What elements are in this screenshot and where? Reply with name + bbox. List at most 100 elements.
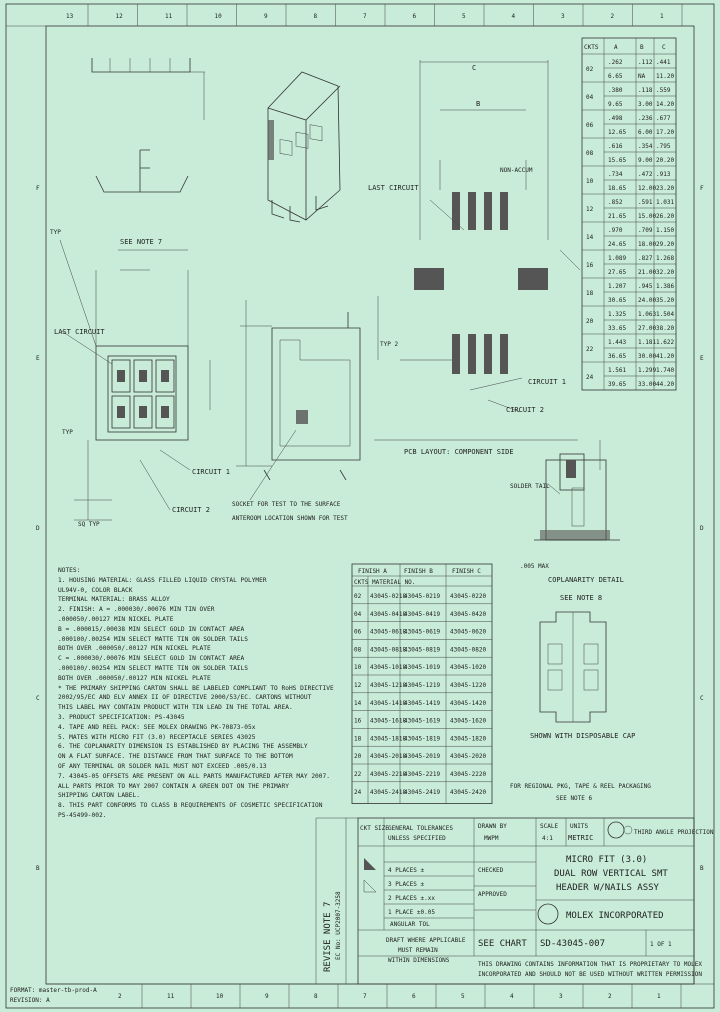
dim-a-mm: 36.65 — [608, 353, 626, 360]
finish-c-part: 43045-1820 — [450, 735, 487, 742]
circuit-2-label-pcb: CIRCUIT 2 — [506, 406, 544, 414]
cavity — [155, 395, 175, 429]
dim-c-inch: 1.031 — [656, 199, 674, 206]
dim-b-inch: .236 — [638, 115, 653, 122]
dim-c-label: C — [472, 64, 476, 72]
revise-note: REVISE NOTE 7 — [323, 902, 333, 972]
cavity — [155, 359, 175, 393]
note-line: TERMINAL MATERIAL: BRASS ALLOY — [58, 596, 170, 604]
finish-ckts: 08 — [354, 646, 362, 653]
pcb-layout — [374, 60, 581, 441]
dim-b-inch: .827 — [638, 255, 653, 262]
pin — [161, 406, 169, 418]
pcb-pad-row2 — [500, 334, 508, 374]
note-line: 1. HOUSING MATERIAL: GLASS FILLED LIQUID… — [58, 576, 267, 584]
note-line: PS-45499-002. — [58, 811, 107, 819]
dim-a-inch: .616 — [608, 143, 623, 150]
proprietary-line-2: INCORPORATED AND SHOULD NOT BE USED WITH… — [478, 971, 702, 978]
company-name: MOLEX INCORPORATED — [566, 911, 664, 921]
finish-a-part: 43045-0818 — [370, 646, 407, 653]
dim-c-inch: .559 — [656, 87, 671, 94]
dim-a-mm: 9.65 — [608, 101, 623, 108]
dim-b-inch: .472 — [638, 171, 653, 178]
finish-c-part: 43045-0420 — [450, 611, 487, 618]
tol-row-4: 1 PLACE ±0.05 — [388, 909, 435, 916]
note-line: OF ANY TERMINAL OR SOLDER NAIL MUST NOT … — [58, 762, 267, 770]
must-remain-label: MUST REMAIN — [398, 947, 438, 954]
finish-ckts: 02 — [354, 593, 362, 600]
finish-b-part: 43045-0619 — [404, 629, 441, 636]
sq-typ-label: SQ TYP — [78, 521, 100, 528]
side-zone-left-B: B — [36, 865, 40, 872]
finish-c-part: 43045-2020 — [450, 753, 487, 760]
note-line: NOTES: — [58, 567, 81, 574]
dim-b-inch: .112 — [638, 59, 653, 66]
top-zone-7: 7 — [363, 13, 367, 20]
bottom-zone-10: 10 — [216, 993, 224, 1000]
ckt-header-c: C — [662, 44, 666, 51]
pcb-pad-row2 — [484, 334, 492, 374]
dim-b-inch: .591 — [638, 199, 653, 206]
bottom-zone-1: 1 — [657, 993, 661, 1000]
note-line: B = .000015/.00038 MIN SELECT GOLD IN CO… — [58, 625, 245, 633]
dim-c-inch: .795 — [656, 143, 671, 150]
note-line: BOTH OVER .000050/.00127 MIN NICKEL PLAT… — [58, 674, 211, 682]
pin — [117, 406, 125, 418]
pcb-pad-row1 — [500, 192, 508, 230]
finish-header: FINISH B — [404, 568, 433, 575]
dim-a-mm: 21.65 — [608, 213, 626, 220]
projection-label: THIRD ANGLE PROJECTION — [634, 829, 714, 836]
pin — [139, 370, 147, 382]
within-label: WITHIN DIMENSIONS — [388, 957, 450, 964]
scale-label: SCALE — [540, 823, 558, 830]
note-line: * THE PRIMARY SHIPPING CARTON SHALL BE L… — [58, 684, 334, 692]
finish-a-part: 43045-1818 — [370, 735, 407, 742]
top-zone-2: 2 — [611, 13, 615, 20]
note-line: 7. 43045-05 OFFSETS ARE PRESENT ON ALL P… — [58, 772, 330, 780]
finish-c-part: 43045-2420 — [450, 789, 487, 796]
dim-b-mm: 30.00 — [638, 353, 656, 360]
approved-label: APPROVED — [478, 891, 507, 898]
bottom-zone-11: 11 — [167, 993, 175, 1000]
dim-a-mm: 33.65 — [608, 325, 626, 332]
dim-b-mm: 27.00 — [638, 325, 656, 332]
cavity — [133, 395, 153, 429]
title-line-3: HEADER W/NAILS ASSY — [556, 883, 660, 893]
note-line: 8. THIS PART CONFORMS TO CLASS B REQUIRE… — [58, 802, 323, 810]
proprietary-line-1: THIS DRAWING CONTAINS INFORMATION THAT I… — [478, 961, 702, 968]
dim-c-mm: 41.20 — [656, 353, 674, 360]
bottom-zone-2: 2 — [118, 993, 122, 1000]
see-chart-label: SEE CHART — [478, 939, 527, 949]
bottom-zone-9: 9 — [265, 993, 269, 1000]
dim-b-label: B — [476, 100, 480, 108]
typ-label: TYP — [50, 229, 61, 236]
dim-c-inch: .913 — [656, 171, 671, 178]
ckt-count: 16 — [586, 262, 594, 269]
front-view — [59, 239, 211, 521]
side-zone-right-B: B — [700, 865, 704, 872]
finish-ckts: 16 — [354, 718, 362, 725]
side-zone-right-C: C — [700, 695, 704, 702]
dim-b-inch: 1.063 — [638, 311, 656, 318]
see-note-7-label: SEE NOTE 7 — [120, 238, 162, 246]
finish-b-part: 43045-1019 — [404, 664, 441, 671]
finish-a-part: 43045-0418 — [370, 611, 407, 618]
pcb-pad-row1 — [484, 192, 492, 230]
title-line-2: DUAL ROW VERTICAL SMT — [554, 869, 668, 879]
ckt-count: 20 — [586, 318, 594, 325]
notes-block: NOTES: 1. HOUSING MATERIAL: GLASS FILLED … — [58, 566, 358, 821]
dim-b-inch: .709 — [638, 227, 653, 234]
finish-a-part: 43045-1018 — [370, 664, 407, 671]
finish-a-part: 43045-1618 — [370, 718, 407, 725]
ckts-max-label: .005 MAX — [520, 563, 549, 570]
circuit-1-label-left: CIRCUIT 1 — [192, 468, 230, 476]
ckt-count: 12 — [586, 206, 594, 213]
units-label: UNITS — [570, 823, 588, 830]
finish-c-part: 43045-2220 — [450, 771, 487, 778]
dim-c-mm: 17.20 — [656, 129, 674, 136]
ckt-header-a: A — [614, 44, 618, 51]
dim-a-inch: .262 — [608, 59, 623, 66]
note-line: SHIPPING CARTON LABEL. — [58, 792, 140, 800]
dim-a-mm: 27.65 — [608, 269, 626, 276]
